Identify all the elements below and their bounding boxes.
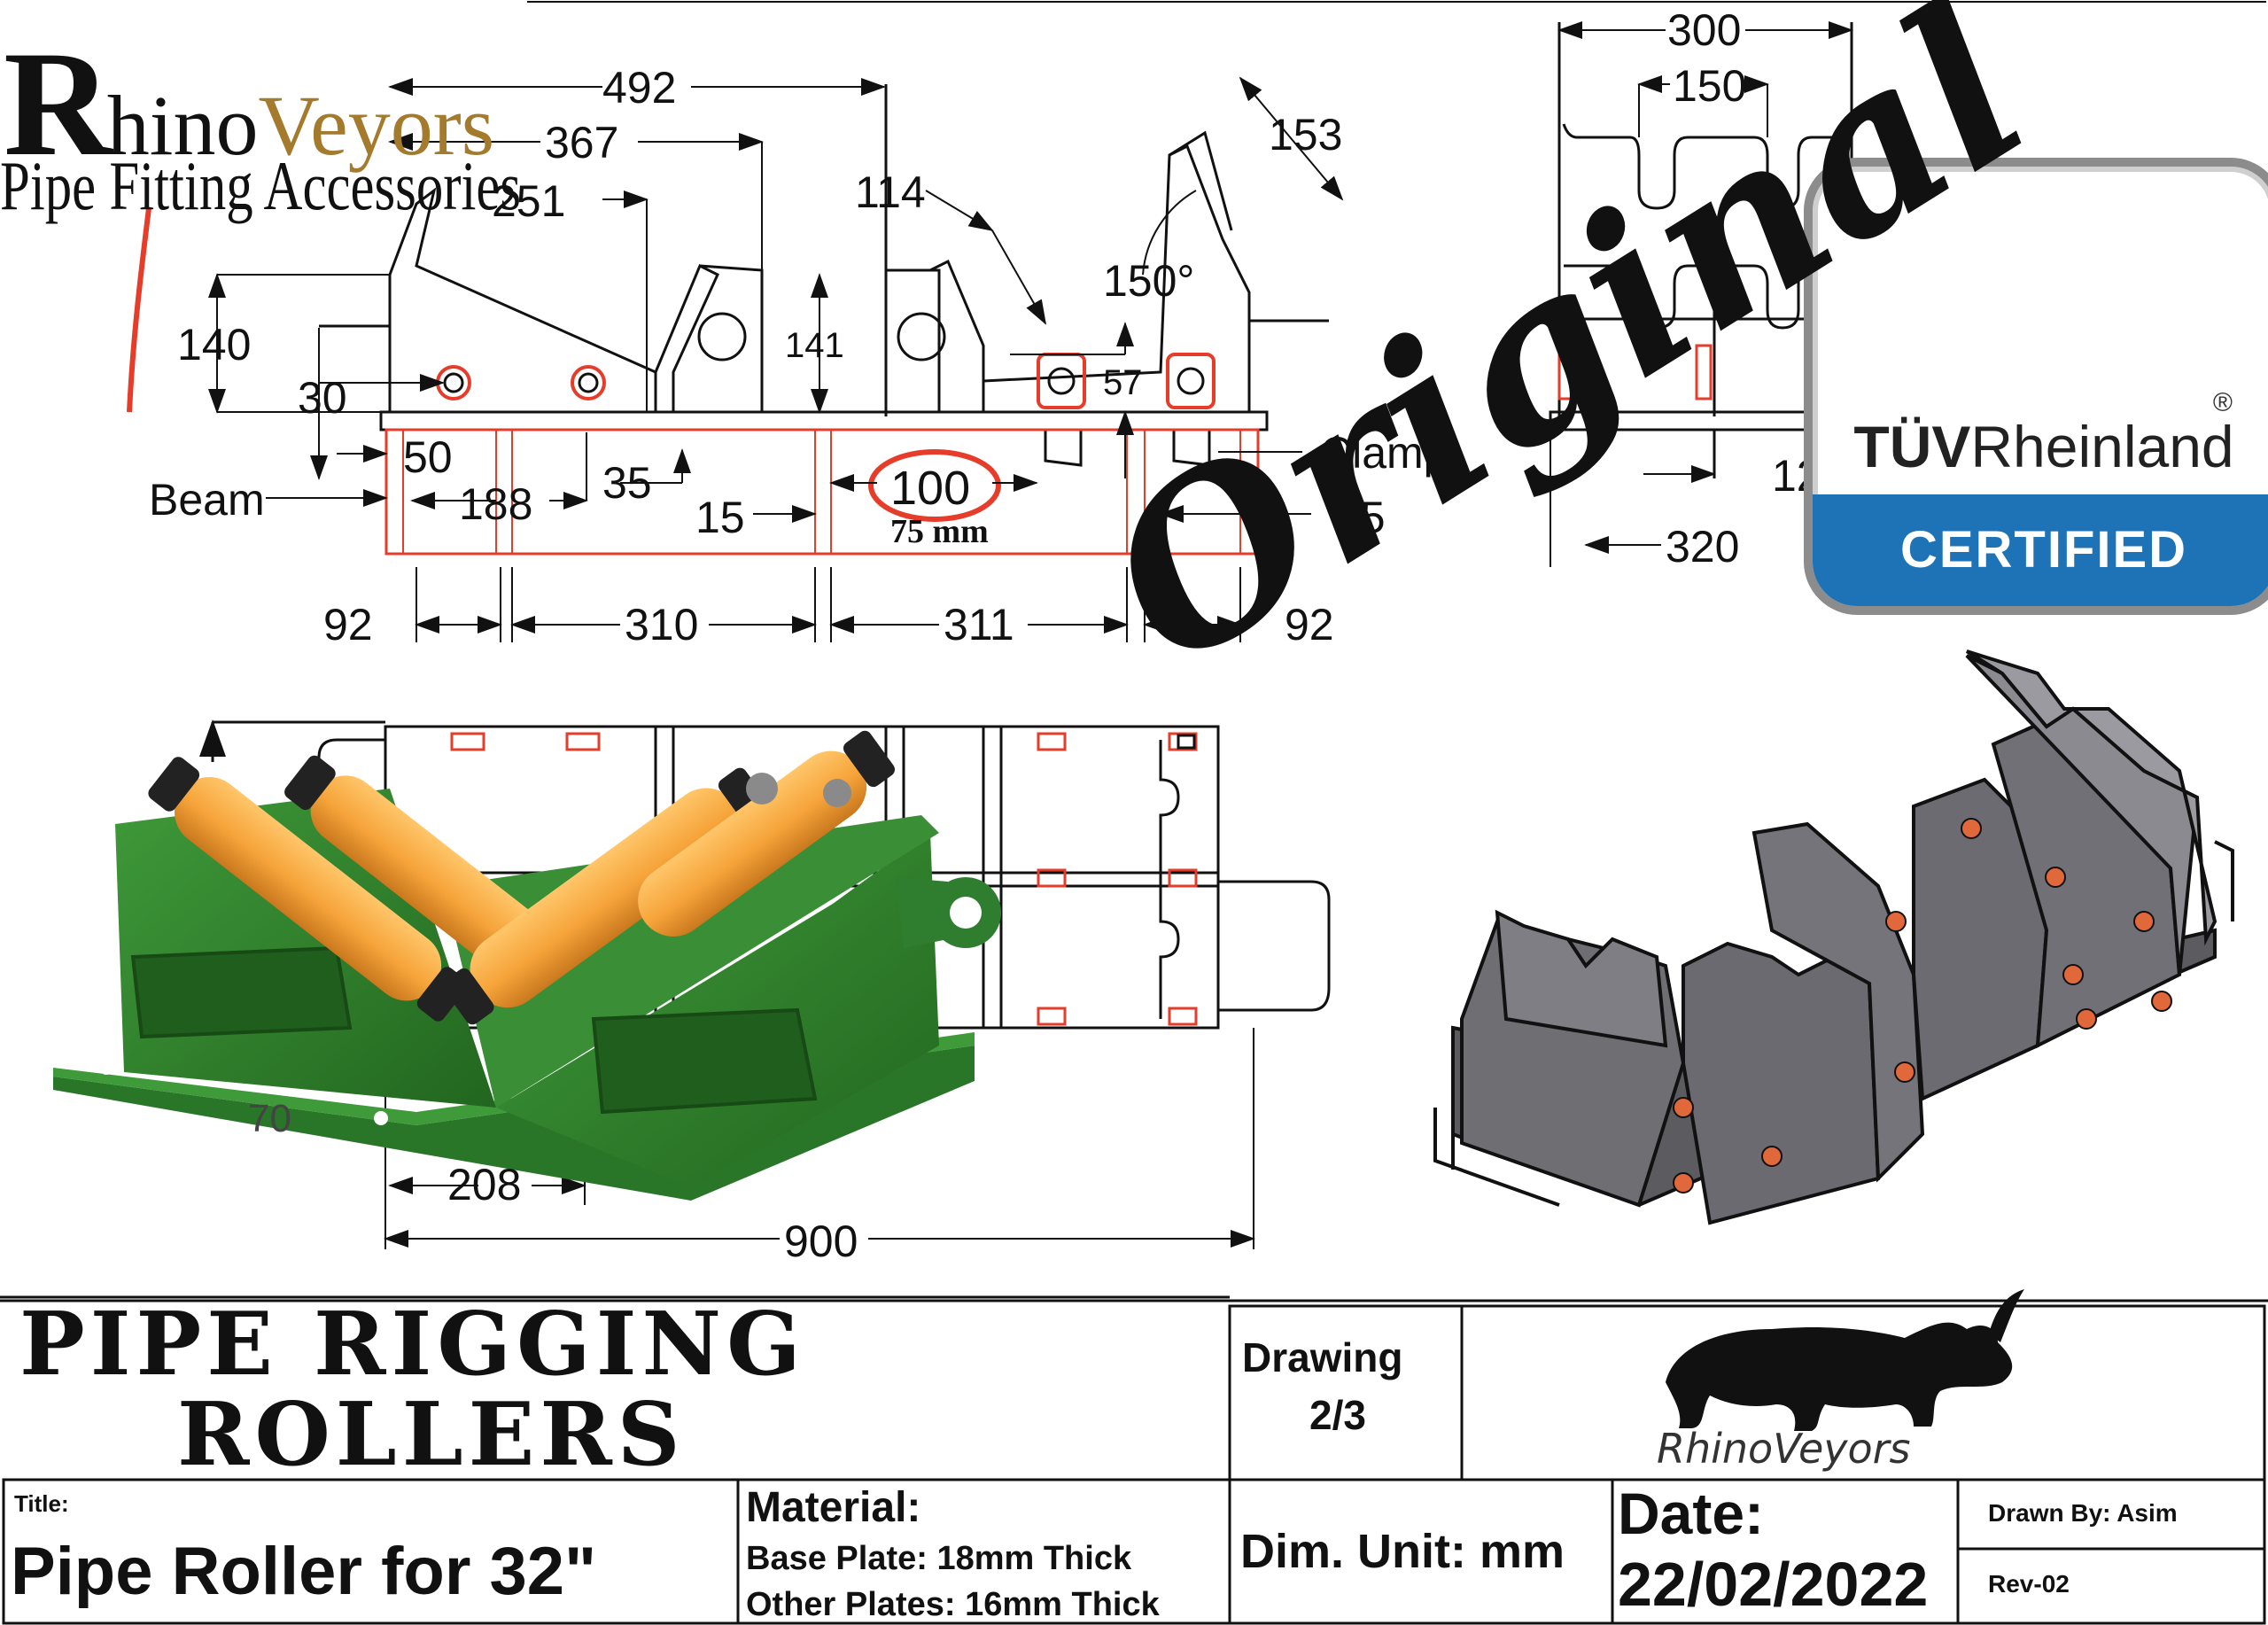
frame-3d-render <box>1433 649 2234 1225</box>
tuv-name: TÜVRheinland <box>1813 413 2268 480</box>
dim-150: 150 <box>1673 61 1747 111</box>
dim-251: 251 <box>492 176 566 226</box>
dim-75mm-note: 75 mm <box>890 513 989 550</box>
product-title-line2: ROLLERS <box>177 1384 686 1486</box>
frame-3d-bolt-holes <box>1673 818 2172 1193</box>
date-label: Date: <box>1618 1481 1765 1546</box>
rhino-logo-icon <box>1666 1289 2024 1431</box>
label-clamp: Clamp <box>1320 428 1449 478</box>
dim-114: 114 <box>855 167 926 217</box>
material-line2: Other Plates: 16mm Thick <box>746 1586 1160 1623</box>
dim-310: 310 <box>625 600 699 649</box>
product-title-line1: PIPE RIGGING <box>19 1294 806 1396</box>
tuv-certified-label: CERTIFIED <box>1813 494 2268 606</box>
brand-logo-veyors: Veyors <box>258 78 495 173</box>
dim-92-right: 92 <box>1285 600 1334 649</box>
dim-15-right: 15 <box>1336 493 1386 542</box>
tuv-certification-badge: TÜVRheinland ® CERTIFIED <box>1804 158 2268 615</box>
dim-188: 188 <box>459 479 533 529</box>
dim-153: 153 <box>1269 110 1343 159</box>
dim-320: 320 <box>1666 522 1740 571</box>
dim-57: 57 <box>1103 363 1143 402</box>
dim-15-left: 15 <box>695 493 745 542</box>
rhinoveyors-logo-text: RhinoVeyors <box>1657 1425 1911 1473</box>
tuv-name-a: TÜV <box>1853 414 1971 479</box>
brand-logo: RhinoVeyors <box>4 18 494 190</box>
drawing-label: Drawing <box>1242 1334 1403 1380</box>
dim-unit: Dim. Unit: mm <box>1240 1525 1565 1578</box>
dim-367: 367 <box>545 118 619 167</box>
drawing-number: 2/3 <box>1309 1392 1366 1438</box>
dim-140: 140 <box>177 320 252 369</box>
dim-70: 70 <box>248 1097 291 1140</box>
label-beam: Beam <box>149 475 265 525</box>
title-block-grid <box>0 1295 2268 1625</box>
dim-30: 30 <box>298 373 347 423</box>
title-label: Title: <box>14 1490 69 1517</box>
dim-300: 300 <box>1667 5 1742 55</box>
tuv-registered-mark: ® <box>2212 388 2233 417</box>
roller-3d-render <box>53 730 1001 1201</box>
brand-logo-r: R <box>4 20 113 187</box>
brand-subtitle: Pipe Fitting Accessories <box>0 147 522 224</box>
drawn-by: Drawn By: Asim <box>1988 1499 2178 1527</box>
dim-208: 208 <box>447 1160 522 1209</box>
brand-logo-hino: hino <box>106 78 259 173</box>
revision: Rev-02 <box>1988 1570 2070 1598</box>
dim-492: 492 <box>602 63 677 113</box>
date-value: 22/02/2022 <box>1618 1550 1929 1619</box>
dim-900: 900 <box>784 1217 858 1266</box>
title-value: Pipe Roller for 32" <box>11 1534 597 1609</box>
front-dimension-lines <box>208 76 1344 642</box>
material-label: Material: <box>746 1484 921 1531</box>
tuv-name-b: Rheinland <box>1970 414 2234 479</box>
dim-35: 35 <box>602 458 652 508</box>
dim-311: 311 <box>944 600 1014 649</box>
dim-100: 100 <box>890 462 971 515</box>
material-line1: Base Plate: 18mm Thick <box>746 1540 1132 1577</box>
dim-92-left: 92 <box>323 600 373 649</box>
dim-150-degrees: 150° <box>1103 256 1195 306</box>
side-dimension-lines <box>1550 21 1853 567</box>
dim-141: 141 <box>785 326 844 365</box>
dim-50: 50 <box>403 432 453 482</box>
